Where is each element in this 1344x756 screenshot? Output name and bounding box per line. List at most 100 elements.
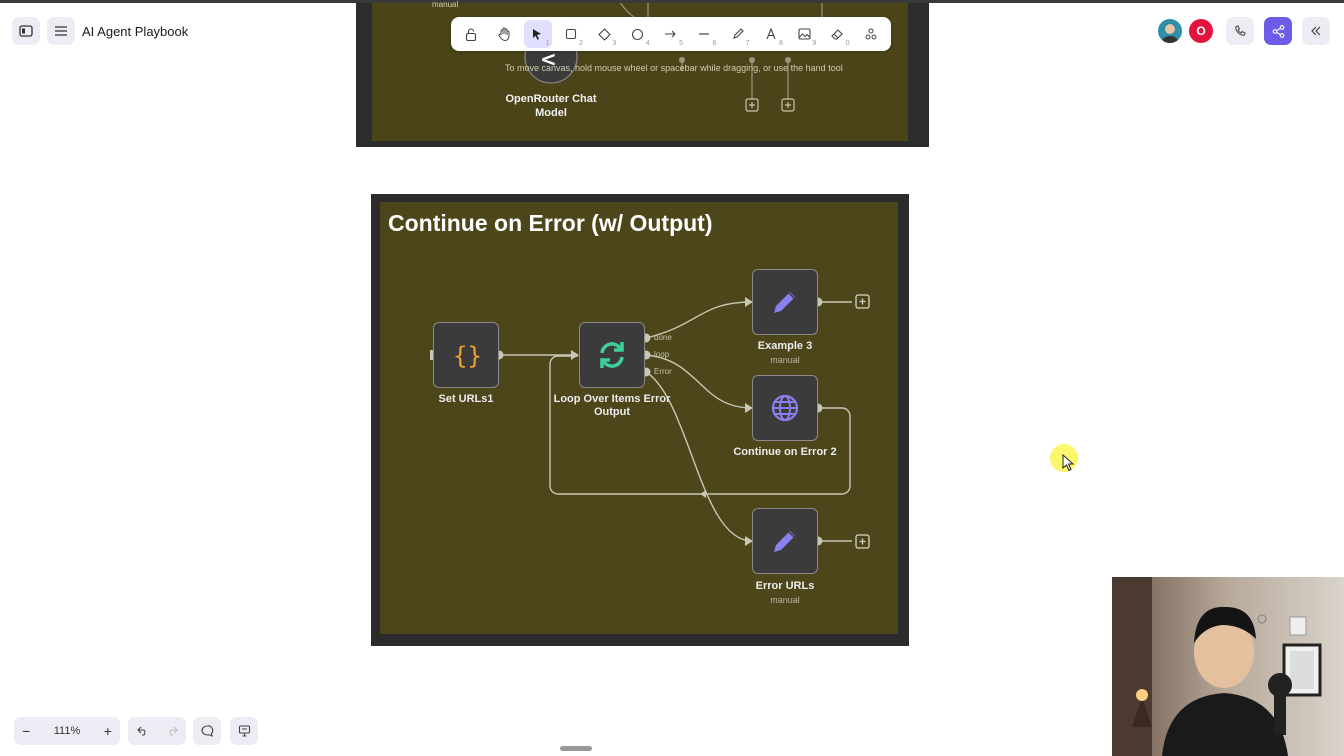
collapse-panel-button[interactable] <box>1302 17 1330 45</box>
comments-button[interactable] <box>193 717 221 745</box>
tool-key-hint: 6 <box>712 40 717 47</box>
pencil-edit-icon <box>774 531 795 552</box>
call-button[interactable] <box>1226 17 1254 45</box>
toolbar-hint: To move canvas, hold mouse wheel or spac… <box>505 63 843 73</box>
node-example-3-sub: manual <box>770 355 800 365</box>
tool-key-hint: 5 <box>679 40 683 47</box>
sidebar-icon <box>19 25 33 37</box>
node-continue-on-error-2[interactable] <box>752 375 818 441</box>
redo-icon[interactable] <box>166 726 178 736</box>
connection-done-to-example3 <box>645 301 753 339</box>
user-photo-icon <box>1161 23 1179 43</box>
diamond-icon <box>598 27 611 41</box>
pencil-icon <box>732 28 744 39</box>
tool-text[interactable]: 8 <box>757 20 785 48</box>
tool-key-hint: 2 <box>579 40 583 47</box>
undo-icon[interactable] <box>136 726 149 736</box>
tool-image[interactable]: 9 <box>790 20 818 48</box>
phone-icon <box>1235 25 1246 36</box>
text-icon <box>766 28 776 40</box>
tool-line[interactable]: 6 <box>690 20 718 48</box>
sidebar-toggle-button[interactable] <box>12 17 40 45</box>
openrouter-node-label: OpenRouter Chat Model <box>505 93 597 119</box>
tool-extra[interactable] <box>857 20 885 48</box>
svg-text:{}: {} <box>453 342 481 370</box>
share-button[interactable] <box>1264 17 1292 45</box>
tool-eraser[interactable]: 0 <box>824 20 852 48</box>
top-edge-bar <box>0 0 1344 3</box>
tool-hand[interactable] <box>490 20 518 48</box>
chevrons-left-icon <box>1311 26 1321 36</box>
drawing-toolbar: 1 2 3 4 5 6 7 8 9 0 <box>451 17 891 51</box>
connection-error-to-errorurls <box>645 371 753 542</box>
hand-icon <box>498 27 510 41</box>
comment-bubble-icon <box>201 725 213 737</box>
presenter-video-image <box>1112 577 1344 756</box>
zoom-in-button[interactable]: + <box>103 723 112 739</box>
cursor-arrow-icon <box>533 28 542 40</box>
add-node-icon <box>855 294 870 309</box>
rectangle-icon <box>565 28 577 40</box>
connection-loop-to-continue <box>645 354 753 409</box>
add-node-icon <box>745 98 759 112</box>
avatar-collaborator[interactable]: O <box>1189 19 1213 43</box>
node-example-3[interactable] <box>752 269 818 335</box>
arrow-icon <box>665 30 677 38</box>
hamburger-icon <box>55 26 67 36</box>
tool-key-hint: 7 <box>745 40 750 47</box>
presentation-icon <box>238 725 250 737</box>
tool-arrow[interactable]: 5 <box>657 20 685 48</box>
node-error-urls-label: Error URLs <box>755 580 815 592</box>
shapes-icon <box>865 28 877 40</box>
loopback-arrow-icon <box>700 490 706 498</box>
frame-title: Continue on Error (w/ Output) <box>388 210 713 236</box>
document-title: AI Agent Playbook <box>82 24 189 39</box>
tool-key-hint: 1 <box>545 40 550 47</box>
globe-icon <box>771 394 799 422</box>
tool-draw[interactable]: 7 <box>724 20 752 48</box>
node-loop-over-items[interactable] <box>579 322 645 388</box>
zoom-out-button[interactable]: − <box>22 723 31 739</box>
tool-rectangle[interactable]: 2 <box>557 20 585 48</box>
openrouter-logo-icon: < <box>540 47 557 71</box>
code-braces-icon: {} <box>453 342 481 370</box>
port-set-in <box>430 350 434 360</box>
node-error-urls[interactable] <box>752 508 818 574</box>
partial-sub-label: manual <box>432 0 459 9</box>
tool-key-hint: 4 <box>645 40 650 47</box>
scroll-handle[interactable] <box>560 746 592 751</box>
node-set-urls[interactable]: {} <box>433 322 499 388</box>
share-icon <box>1272 24 1284 38</box>
port-label-done: done <box>654 333 672 342</box>
node-loop-label: Loop Over Items Error Output <box>553 393 671 418</box>
port-label-error: Error <box>654 367 672 376</box>
add-node-icon <box>855 534 870 549</box>
avatar-user[interactable] <box>1158 19 1182 43</box>
eraser-icon <box>831 29 843 40</box>
node-set-urls-label: Set URLs1 <box>438 393 494 405</box>
add-node-icon <box>781 98 795 112</box>
tool-key-hint: 8 <box>779 40 783 47</box>
mouse-cursor-icon <box>1062 454 1074 472</box>
port-label-loop: loop <box>654 350 670 359</box>
lock-icon <box>465 27 477 41</box>
tool-key-hint: 9 <box>812 40 817 47</box>
tool-diamond[interactable]: 3 <box>590 20 618 48</box>
tool-ellipse[interactable]: 4 <box>624 20 652 48</box>
ellipse-icon <box>632 28 644 40</box>
line-icon <box>699 33 710 35</box>
menu-button[interactable] <box>47 17 75 45</box>
refresh-loop-icon <box>600 342 624 368</box>
history-controls <box>128 717 186 745</box>
webcam-overlay <box>1112 577 1344 756</box>
zoom-controls: − 111% + <box>14 717 120 745</box>
zoom-level[interactable]: 111% <box>53 725 81 737</box>
node-continue-label: Continue on Error 2 <box>733 446 837 458</box>
tool-lock[interactable] <box>457 20 485 48</box>
presentation-button[interactable] <box>230 717 258 745</box>
tool-selection[interactable]: 1 <box>523 20 552 48</box>
pencil-edit-icon <box>774 292 795 313</box>
node-example-3-label: Example 3 <box>757 340 813 352</box>
node-error-urls-sub: manual <box>770 595 800 605</box>
